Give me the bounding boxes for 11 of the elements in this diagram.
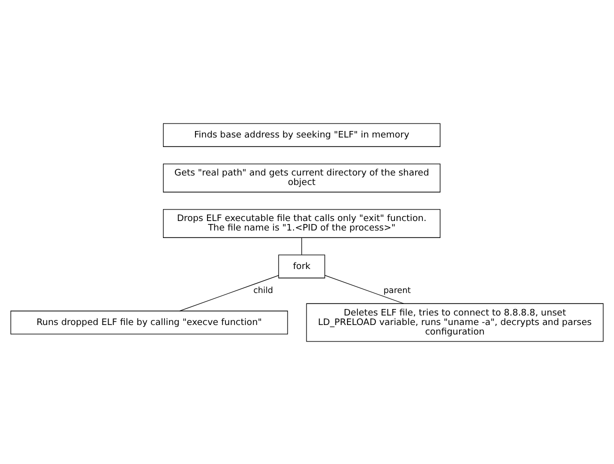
- node-box: Gets "real path" and gets current directory of the shared object: [162, 163, 440, 192]
- node-box: Deletes ELF file, tries to connect to 8.8.8.8, unset LD_PRELOAD variable, runs "uname -a", decrypts and parses configuration: [306, 302, 604, 342]
- edge-label: parent: [383, 284, 411, 294]
- node-box: Drops ELF executable file that calls only "exit" function. The file name is "1.<PID of the process>": [162, 208, 440, 238]
- connector: [179, 274, 279, 311]
- edge-label: child: [253, 284, 274, 294]
- node-box: Runs dropped ELF file by calling "execve function": [10, 310, 288, 334]
- connector: [324, 274, 404, 304]
- node-box: fork: [278, 254, 326, 278]
- connector: [301, 236, 302, 255]
- node-box: Finds base address by seeking "ELF" in memory: [162, 122, 440, 146]
